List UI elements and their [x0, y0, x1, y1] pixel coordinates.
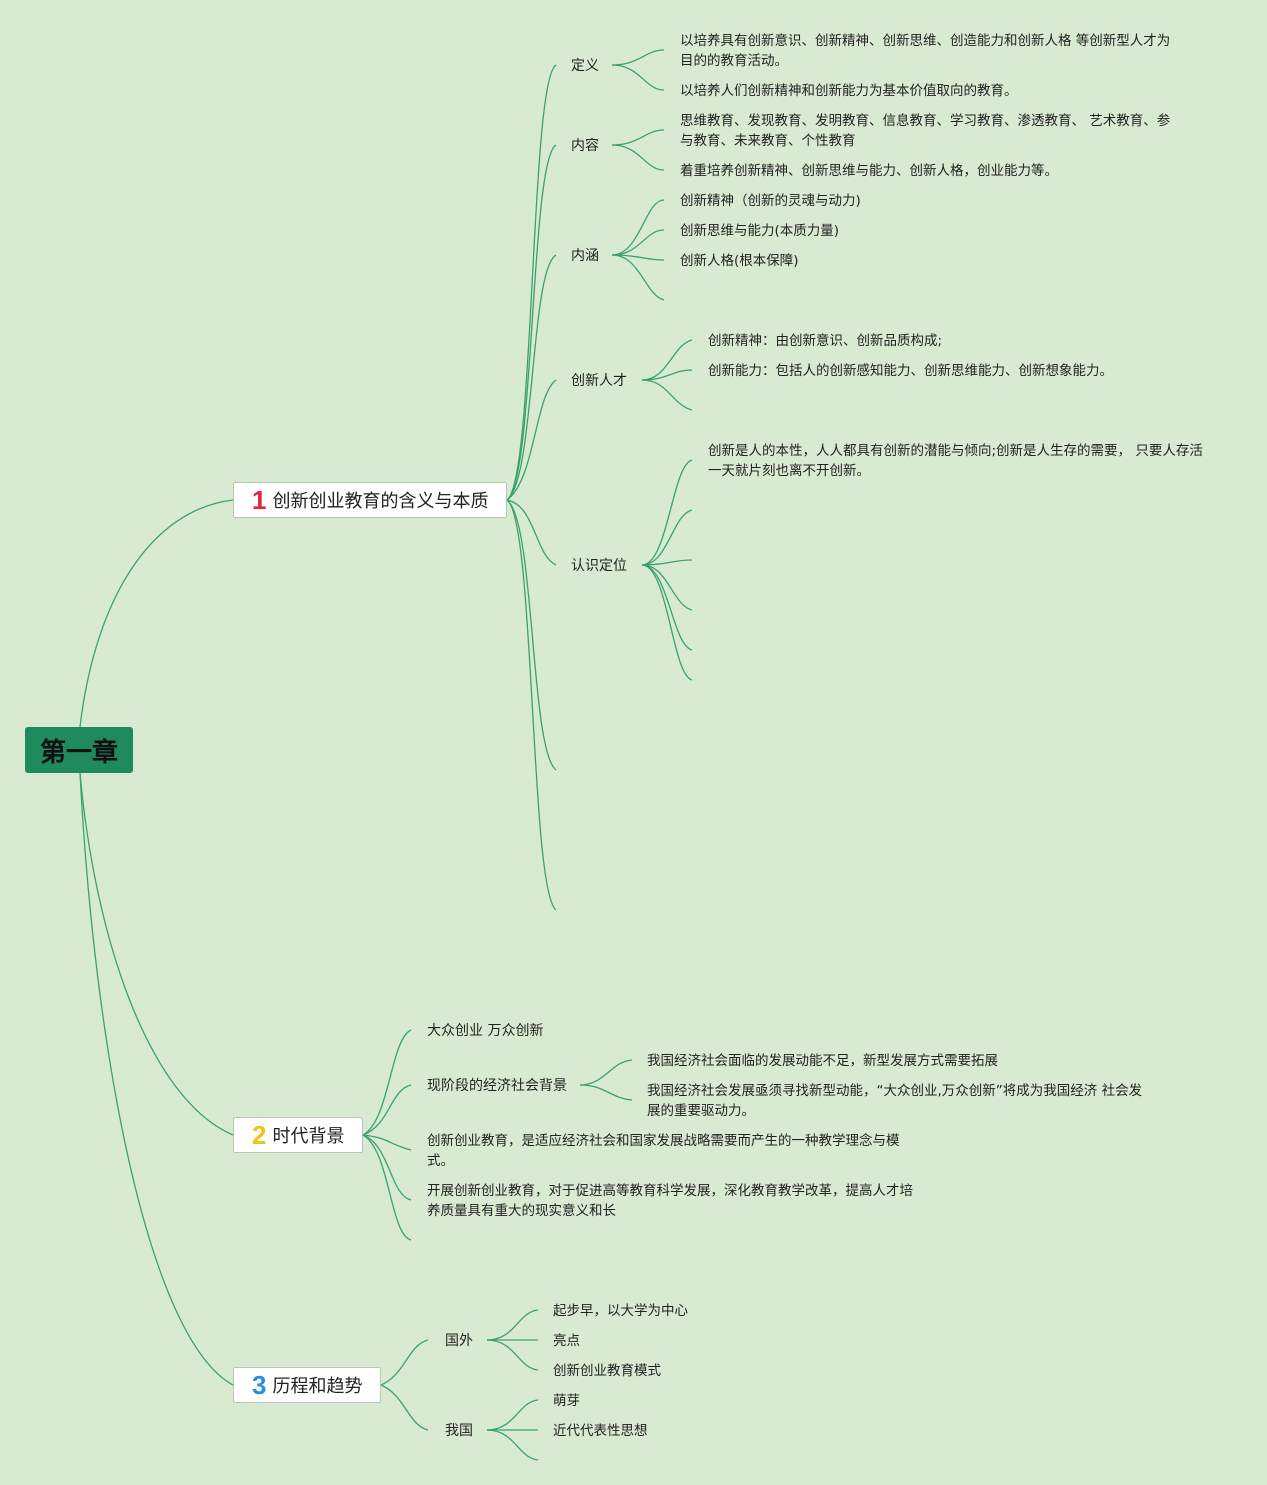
- abroad-item-2: 亮点: [553, 1333, 580, 1349]
- definition-item-2: 以培养人们创新精神和创新能力为基本价值取向的教育。: [680, 83, 1018, 99]
- connotation-item-3: 创新人格(根本保障): [680, 253, 799, 269]
- content-item-1: 思维教育、发现教育、发明教育、信息教育、学习教育、渗透教育、 艺术教育、参与教育…: [680, 113, 1171, 149]
- topic-definition[interactable]: 定义: [571, 58, 599, 74]
- china-item-2: 近代代表性思想: [553, 1423, 648, 1439]
- branch-number-3: 3: [252, 1370, 267, 1400]
- branch-label-1: 创新创业教育的含义与本质: [272, 491, 489, 512]
- background-item-2: 我国经济社会发展亟须寻找新型动能，“大众创业,万众创新”将成为我国经济 社会发展…: [647, 1083, 1143, 1119]
- talent-item-1: 创新精神：由创新意识、创新品质构成;: [708, 333, 943, 349]
- branch-node-2[interactable]: 2 时代背景: [233, 1117, 363, 1153]
- positioning-item-1: 创新是人的本性，人人都具有创新的潜能与倾向;创新是人生存的需要， 只要人存活一天…: [708, 443, 1203, 479]
- branch-label-2: 时代背景: [272, 1126, 345, 1147]
- definition-item-1: 以培养具有创新意识、创新精神、创新思维、创造能力和创新人格 等创新型人才为目的的…: [680, 33, 1171, 69]
- branch-label-3: 历程和趋势: [272, 1376, 363, 1397]
- background-item-1: 我国经济社会面临的发展动能不足，新型发展方式需要拓展: [647, 1053, 998, 1069]
- topic-china[interactable]: 我国: [445, 1423, 473, 1439]
- branch-number-2: 2: [252, 1120, 267, 1150]
- connotation-item-1: 创新精神（创新的灵魂与动力): [680, 193, 861, 209]
- abroad-item-3: 创新创业教育模式: [553, 1363, 661, 1379]
- root-title: 第一章: [39, 737, 118, 768]
- topic-education-concept[interactable]: 创新创业教育，是适应经济社会和国家发展战略需要而产生的一种教学理念与模式。: [427, 1133, 900, 1169]
- topic-education-significance[interactable]: 开展创新创业教育，对于促进高等教育科学发展，深化教育教学改革，提高人才培养质量具…: [427, 1183, 913, 1219]
- root-node[interactable]: 第一章: [25, 727, 133, 773]
- topic-economic-background[interactable]: 现阶段的经济社会背景: [427, 1078, 567, 1094]
- china-item-1: 萌芽: [553, 1393, 580, 1409]
- branch-node-3[interactable]: 3 历程和趋势: [233, 1367, 381, 1403]
- branch-number-1: 1: [252, 485, 267, 515]
- topic-abroad[interactable]: 国外: [445, 1333, 473, 1349]
- branch-node-1[interactable]: 1 创新创业教育的含义与本质: [233, 482, 507, 518]
- content-item-2: 着重培养创新精神、创新思维与能力、创新人格，创业能力等。: [680, 163, 1058, 179]
- connotation-item-2: 创新思维与能力(本质力量): [680, 223, 840, 239]
- abroad-item-1: 起步早，以大学为中心: [553, 1303, 688, 1319]
- topic-content[interactable]: 内容: [571, 138, 599, 154]
- topic-talent[interactable]: 创新人才: [571, 373, 627, 389]
- topic-positioning[interactable]: 认识定位: [571, 558, 627, 574]
- topic-mass-entrepreneurship[interactable]: 大众创业 万众创新: [427, 1023, 544, 1039]
- talent-item-2: 创新能力：包括人的创新感知能力、创新思维能力、创新想象能力。: [708, 363, 1113, 379]
- topic-connotation[interactable]: 内涵: [571, 248, 599, 264]
